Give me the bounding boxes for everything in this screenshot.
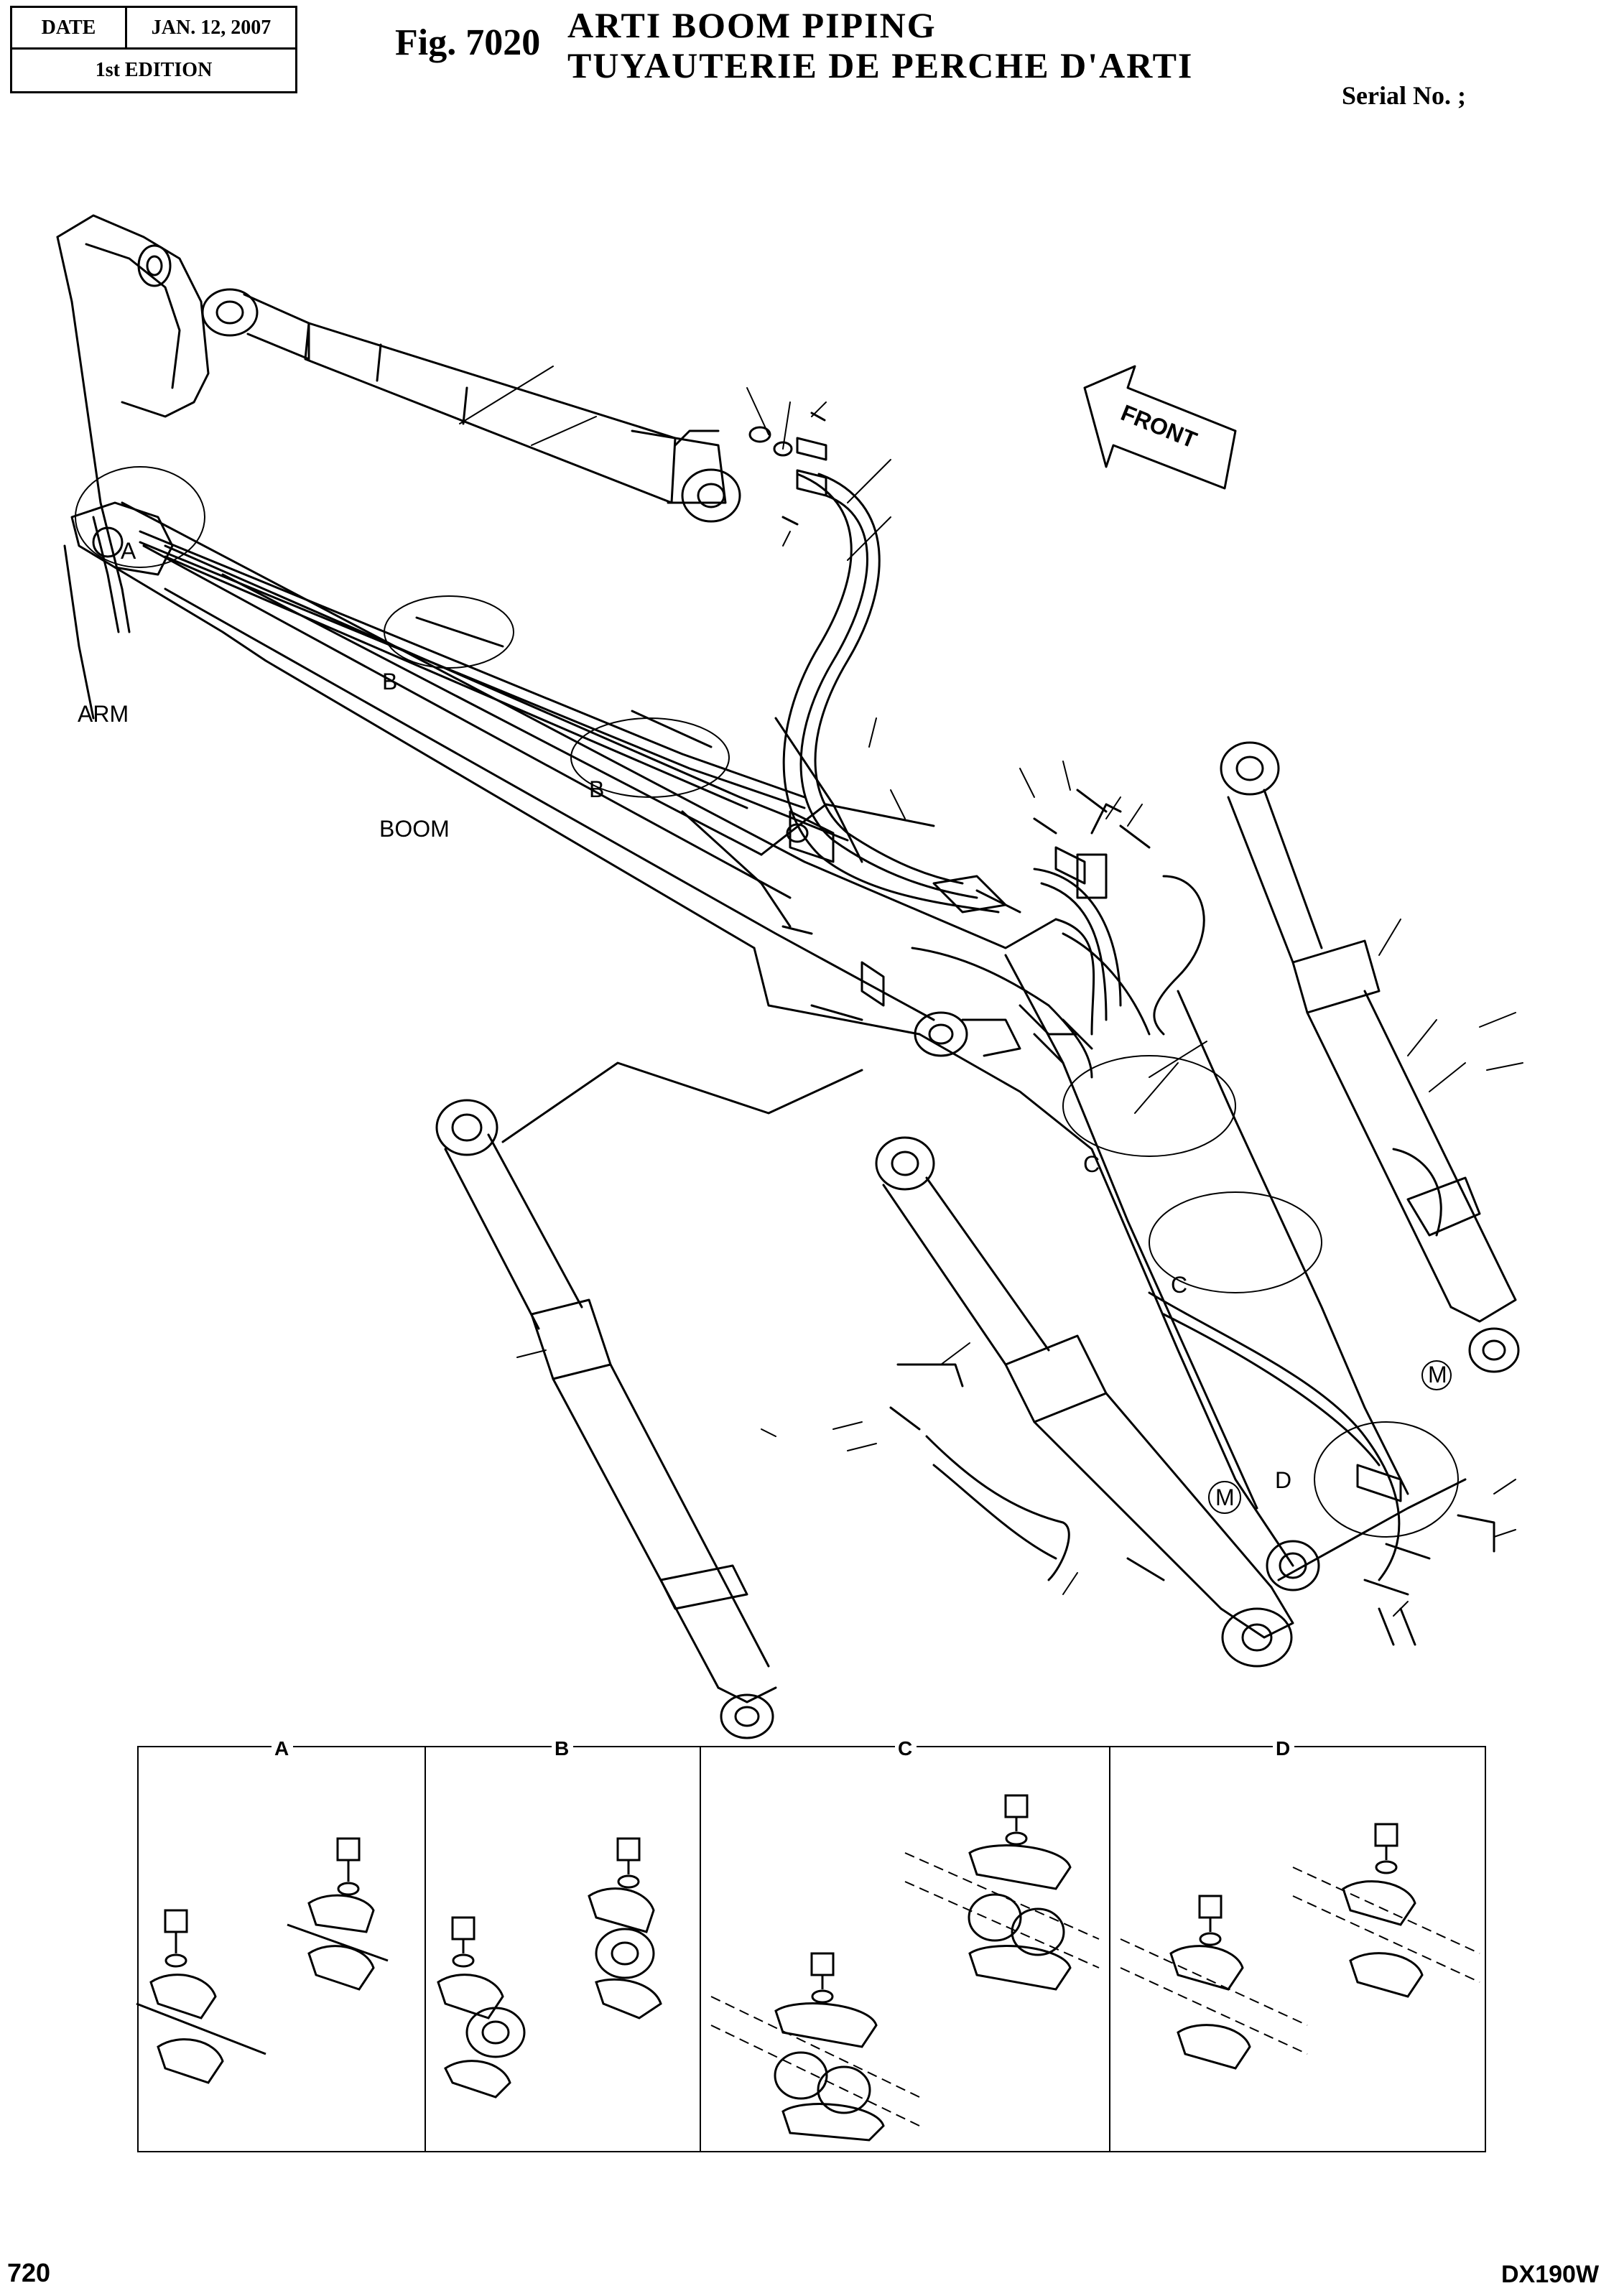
detail-panel-a-label: A bbox=[274, 1737, 289, 1760]
front-label: FRONT bbox=[1118, 399, 1201, 453]
callout-m-1: M bbox=[1215, 1484, 1235, 1510]
date-label: DATE bbox=[12, 8, 127, 47]
callout-b-2: B bbox=[589, 776, 604, 802]
detail-a-parts bbox=[136, 1837, 389, 2084]
figure-number: Fig. 7020 bbox=[395, 22, 541, 63]
arm-cylinder-fittings bbox=[748, 412, 827, 526]
callout-ellipses bbox=[75, 466, 1459, 1538]
boom-cylinder-left bbox=[435, 1099, 777, 1739]
boom-pipes bbox=[139, 530, 863, 935]
detail-d-parts bbox=[1120, 1823, 1480, 2070]
detail-panel-b-label: B bbox=[555, 1737, 569, 1760]
arm-structure bbox=[56, 214, 210, 720]
arm-label: ARM bbox=[78, 701, 129, 727]
page-title-english: ARTI BOOM PIPING bbox=[567, 5, 937, 45]
page-number: 720 bbox=[7, 2258, 51, 2287]
boom-cylinder-center bbox=[875, 1136, 1294, 1668]
edition-label: 1st EDITION bbox=[95, 59, 213, 81]
arm-cylinder-hoses bbox=[782, 473, 1000, 914]
detail-panel-d-label: D bbox=[1276, 1737, 1290, 1760]
boom-beam bbox=[113, 501, 1467, 1591]
date-value: JAN. 12, 2007 bbox=[151, 16, 272, 39]
callout-m-2: M bbox=[1428, 1362, 1447, 1388]
callout-c-1: C bbox=[1083, 1151, 1100, 1177]
header-info-box: DATE JAN. 12, 2007 1st EDITION bbox=[10, 6, 297, 93]
front-arrow bbox=[1083, 365, 1237, 490]
center-manifold bbox=[810, 789, 1205, 1079]
detail-c-parts bbox=[710, 1794, 1100, 2142]
model-name: DX190W bbox=[1501, 2261, 1600, 2288]
callout-b-1: B bbox=[382, 669, 397, 694]
callout-d: D bbox=[1275, 1467, 1291, 1493]
leader-lines bbox=[459, 366, 1523, 1617]
arm-cylinder bbox=[201, 288, 741, 523]
detail-panel-c-label: C bbox=[898, 1737, 912, 1760]
boom-label: BOOM bbox=[379, 816, 450, 842]
detail-panels bbox=[136, 1746, 1486, 2152]
serial-number-label: Serial No. ; bbox=[1342, 81, 1466, 110]
boom-cylinder-right bbox=[1220, 741, 1520, 1373]
detail-b-parts bbox=[437, 1837, 662, 2099]
header-date-row: DATE JAN. 12, 2007 bbox=[12, 8, 295, 50]
page-title-french: TUYAUTERIE DE PERCHE D'ARTI bbox=[567, 45, 1194, 85]
callout-c-2: C bbox=[1171, 1272, 1187, 1298]
callout-a: A bbox=[121, 538, 136, 564]
